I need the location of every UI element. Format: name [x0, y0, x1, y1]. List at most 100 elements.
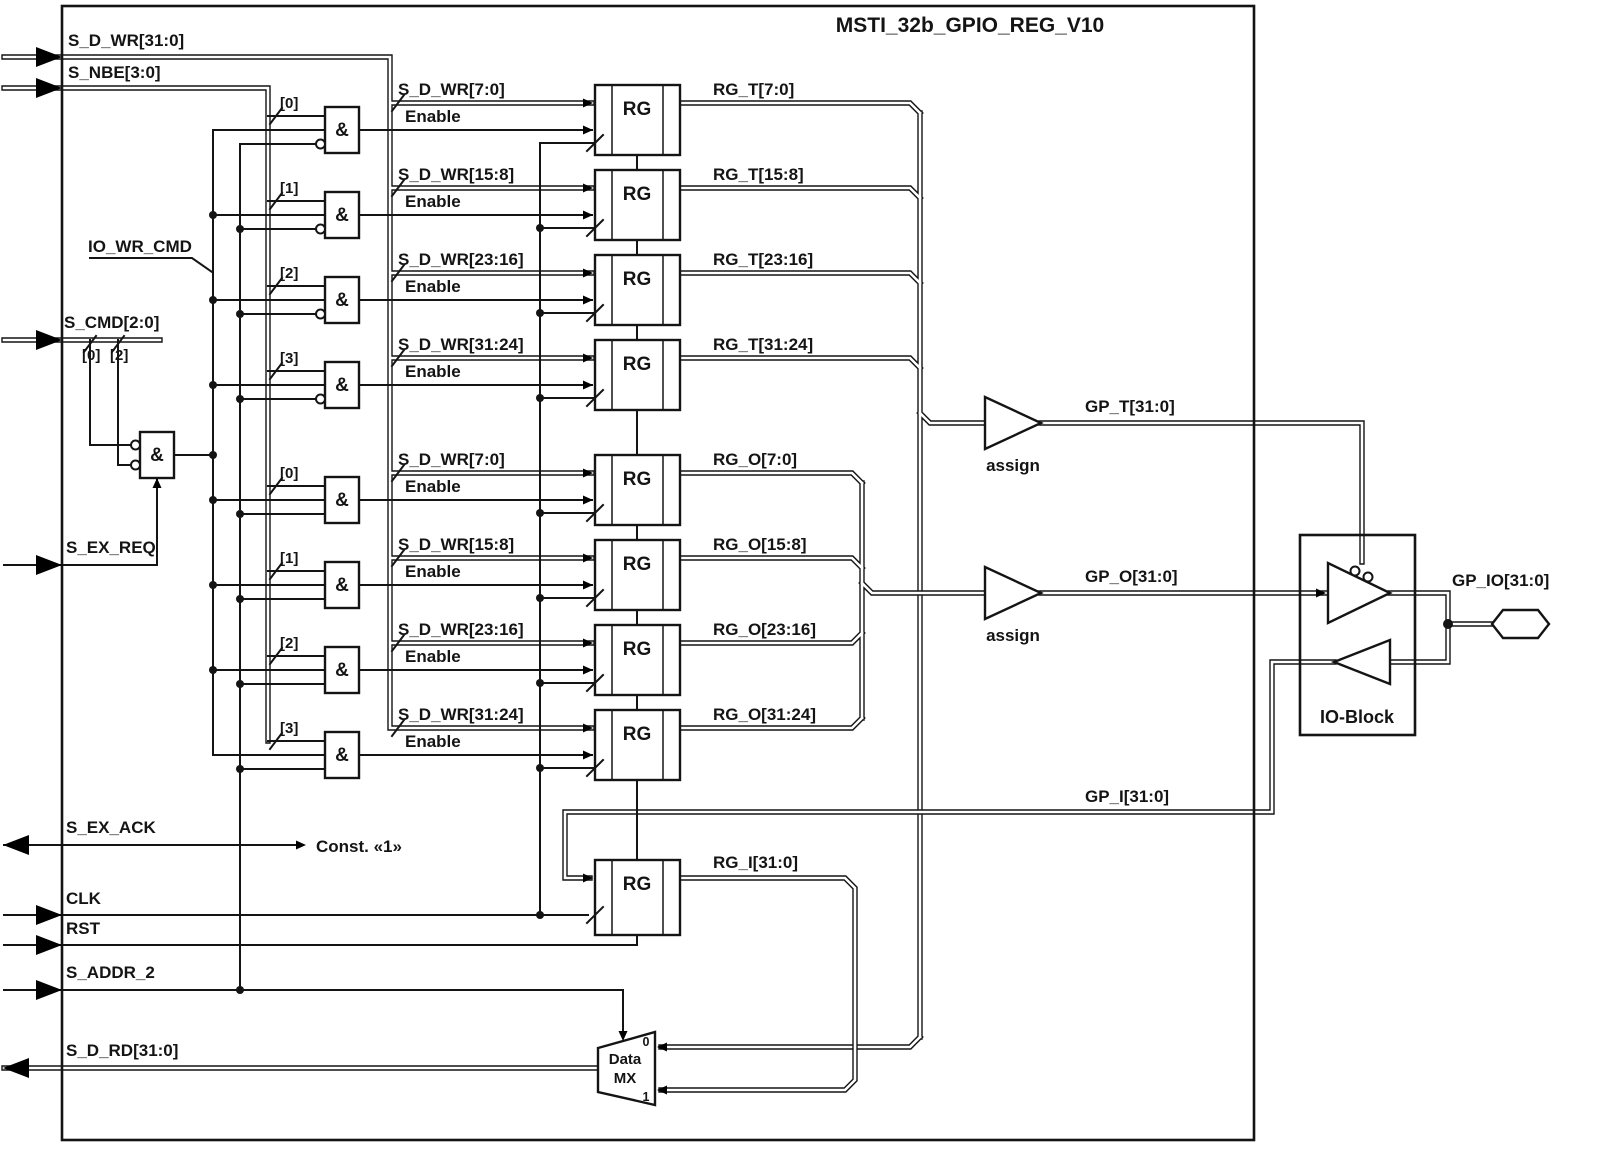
register-label: RG	[623, 639, 652, 660]
register-rg-t2	[593, 253, 682, 327]
assign-buffer-gp-t: assign	[983, 395, 1044, 475]
enable-label: Enable	[405, 277, 461, 296]
gp-o-label: GP_O[31:0]	[1085, 567, 1178, 586]
port-label-s-ex-ack: S_EX_ACK	[66, 818, 156, 837]
register-label: RG	[623, 269, 652, 290]
register-label: RG	[623, 354, 652, 375]
rg-i-out-label: RG_I[31:0]	[713, 853, 798, 872]
bus-tap-marks	[82, 93, 406, 751]
register-label: RG	[623, 554, 652, 575]
and-gate-o3	[323, 730, 361, 780]
tristate-enable-bubble	[1362, 571, 1374, 583]
and-gate-t3	[323, 360, 361, 410]
register-label: RG	[623, 724, 652, 745]
assign-triangle	[983, 565, 1044, 621]
io-block-border	[1298, 533, 1417, 737]
assign-triangle	[983, 395, 1044, 451]
cmd-bit2-label: [2]	[110, 347, 128, 364]
input-bubbles	[130, 138, 326, 471]
nbe-bit-label: [1]	[280, 180, 298, 197]
nbe-bit-label: [1]	[280, 550, 298, 567]
invert-bubble	[130, 439, 141, 451]
port-label-s-addr-2: S_ADDR_2	[66, 963, 155, 982]
invert-bubble	[315, 138, 326, 150]
nbe-bit-label: [2]	[280, 635, 298, 652]
io-pad	[1490, 608, 1551, 640]
module-title: MSTI_32b_GPIO_REG_V10	[836, 14, 1104, 37]
reg-out-label: RG_O[15:8]	[713, 535, 807, 554]
io-block: IO-Block	[1298, 533, 1417, 737]
port-label-rst: RST	[66, 919, 101, 938]
reg-out-label: RG_T[7:0]	[713, 80, 794, 99]
port-label-clk: CLK	[66, 889, 102, 908]
mux-body	[596, 1030, 657, 1107]
reg-out-label: RG_T[31:24]	[713, 335, 813, 354]
register-rg-o3	[593, 708, 682, 782]
register-rg-t1	[593, 168, 682, 242]
enable-label: Enable	[405, 107, 461, 126]
and-gate-o1	[323, 560, 361, 610]
nbe-bit-label: [3]	[280, 720, 298, 737]
port-label-s-d-wr: S_D_WR[31:0]	[68, 31, 184, 50]
const-one-label: Const. «1»	[316, 837, 402, 856]
nbe-bit-label: [0]	[280, 465, 298, 482]
and-gates: & & & & & & & & &	[138, 105, 361, 780]
nbe-bit-label: [3]	[280, 350, 298, 367]
and-gate-symbol: &	[335, 375, 349, 396]
tristate-output-buffer	[1326, 561, 1393, 625]
reg-out-label: RG_T[23:16]	[713, 250, 813, 269]
signal-wires	[3, 89, 638, 1039]
reg-data-label: S_D_WR[31:24]	[398, 705, 524, 724]
reg-data-label: S_D_WR[23:16]	[398, 620, 524, 639]
enable-label: Enable	[405, 647, 461, 666]
register-rg-o1	[593, 538, 682, 612]
port-label-s-cmd: S_CMD[2:0]	[64, 313, 159, 332]
invert-bubble	[315, 393, 326, 405]
mux-input0-label: 0	[643, 1035, 650, 1049]
reg-data-label: S_D_WR[23:16]	[398, 250, 524, 269]
nbe-bit-label: [0]	[280, 95, 298, 112]
cmd-bit0-label: [0]	[82, 347, 100, 364]
enable-label: Enable	[405, 192, 461, 211]
data-mux: Data MX 0 1	[596, 1030, 657, 1107]
register-label: RG	[623, 874, 652, 895]
register-rg-o0	[593, 453, 682, 527]
reg-data-label: S_D_WR[7:0]	[398, 450, 505, 469]
and-gate-symbol: &	[335, 745, 349, 766]
port-label-s-nbe: S_NBE[3:0]	[68, 63, 161, 82]
invert-bubble	[315, 308, 326, 320]
reg-out-label: RG_O[7:0]	[713, 450, 797, 469]
tristate-enable-bubble	[1349, 565, 1361, 577]
reg-out-label: RG_O[31:24]	[713, 705, 816, 724]
port-label-s-d-rd: S_D_RD[31:0]	[66, 1041, 178, 1060]
mux-label-line2: MX	[614, 1070, 637, 1087]
and-gate-o0	[323, 475, 361, 525]
and-gate-symbol: &	[335, 120, 349, 141]
bus-wires	[1, 54, 1495, 1093]
reg-data-label: S_D_WR[31:24]	[398, 335, 524, 354]
mux-label-line1: Data	[609, 1051, 642, 1068]
and-gate-t1	[323, 190, 361, 240]
and-gate-o2	[323, 645, 361, 695]
invert-bubble	[315, 223, 326, 235]
assign-label: assign	[986, 626, 1040, 645]
register-rg-o2	[593, 623, 682, 697]
gp-io-label: GP_IO[31:0]	[1452, 571, 1549, 590]
reg-data-label: S_D_WR[15:8]	[398, 165, 514, 184]
gp-t-label: GP_T[31:0]	[1085, 397, 1175, 416]
cmd-decode-and-gate	[138, 430, 176, 480]
invert-bubble	[130, 459, 141, 471]
port-label-s-ex-req: S_EX_REQ	[66, 538, 156, 557]
enable-label: Enable	[405, 477, 461, 496]
reg-data-label: S_D_WR[15:8]	[398, 535, 514, 554]
clock-edge-marks	[585, 133, 605, 925]
and-gate-symbol: &	[335, 575, 349, 596]
register-rg-t0	[593, 83, 682, 157]
net-label-io-wr-cmd: IO_WR_CMD	[88, 237, 192, 256]
register-rg-t3	[593, 338, 682, 412]
junction-dots	[209, 211, 1453, 994]
input-buffer	[1330, 638, 1392, 686]
register-label: RG	[623, 99, 652, 120]
module-border	[60, 4, 1256, 1142]
